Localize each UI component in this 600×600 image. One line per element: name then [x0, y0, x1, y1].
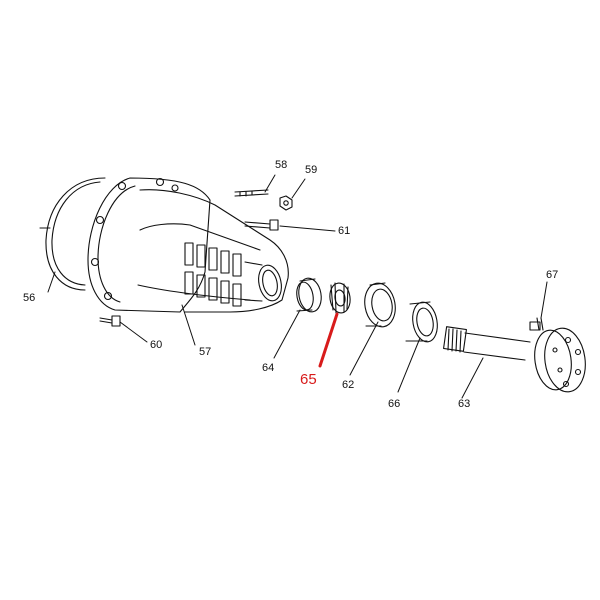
part-58-stud [234, 189, 269, 197]
callout-59: 59 [305, 164, 318, 176]
callout-60: 60 [150, 339, 163, 351]
part-66-bearing [405, 301, 438, 343]
callout-62: 62 [342, 379, 355, 391]
housing-fins [184, 242, 242, 307]
part-61-bolt [244, 219, 279, 231]
part-65-cone [329, 282, 351, 314]
part-57-housing [87, 177, 289, 313]
part-63-shaft [443, 326, 586, 393]
part-60-bolt [99, 315, 121, 327]
callout-56: 56 [23, 292, 36, 304]
callout-64: 64 [262, 362, 275, 374]
callout-63: 63 [458, 398, 471, 410]
callout-61: 61 [338, 225, 351, 237]
part-56-gasket [39, 177, 106, 291]
leader-lines [47, 174, 548, 399]
part-59-nut [279, 195, 293, 211]
highlight-leader-65 [318, 312, 339, 368]
callout-57: 57 [199, 346, 212, 358]
callout-67: 67 [546, 269, 559, 281]
part-64-cup [296, 277, 322, 313]
callout-58: 58 [275, 159, 288, 171]
callout-65: 65 [300, 371, 317, 388]
part-62-seal [364, 282, 396, 328]
part-67-stud [529, 317, 544, 331]
callout-66: 66 [388, 398, 401, 410]
